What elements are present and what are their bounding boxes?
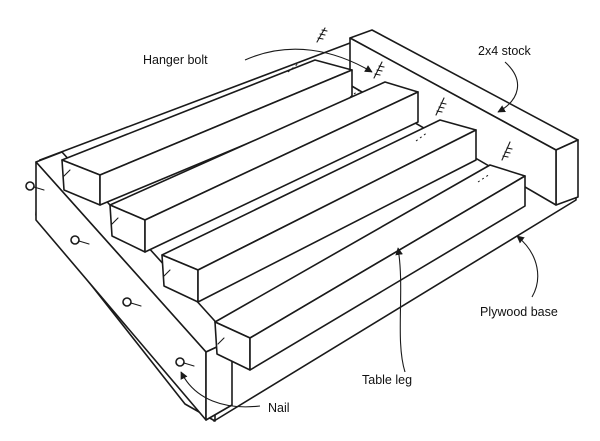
hanger-bolt-icon xyxy=(435,97,447,116)
table-leg-3 xyxy=(161,119,477,303)
table-leg-2 xyxy=(109,81,419,253)
label-2x4-stock: 2x4 stock xyxy=(478,44,532,58)
hanger-bolt-icon xyxy=(316,27,328,43)
label-table-leg: Table leg xyxy=(362,373,412,387)
label-plywood-base: Plywood base xyxy=(480,305,558,319)
nail-icon xyxy=(175,357,195,367)
nail-icon xyxy=(122,297,142,307)
nail-icon xyxy=(70,235,90,245)
annotation-leaders xyxy=(180,48,539,408)
hanger-bolts xyxy=(63,27,513,345)
table-leg-1 xyxy=(61,59,353,206)
label-hanger-bolt: Hanger bolt xyxy=(143,53,208,67)
annotation-labels: Hanger bolt 2x4 stock Plywood base Table… xyxy=(143,44,558,415)
table-leg-4 xyxy=(214,164,526,371)
label-nail: Nail xyxy=(268,401,290,415)
nails xyxy=(25,181,195,367)
hanger-bolt-icon xyxy=(501,141,513,161)
nail-icon xyxy=(25,181,45,191)
table-legs xyxy=(61,59,526,371)
hanger-bolt-icon xyxy=(63,169,225,345)
hanger-bolt-icon xyxy=(373,61,385,79)
front-2x4-stock xyxy=(35,151,233,421)
